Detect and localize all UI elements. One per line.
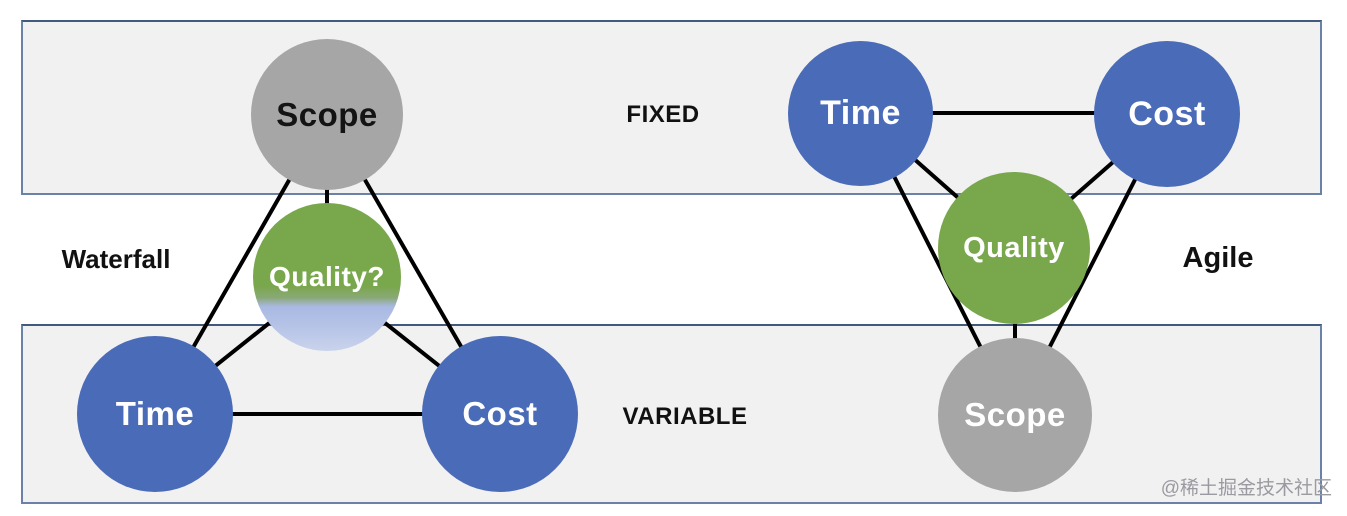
waterfall-quality-node: Quality? [253, 203, 401, 351]
variable-label: VARIABLE [622, 403, 748, 430]
watermark-text: @稀土掘金技术社区 [1160, 478, 1332, 499]
agile-time-node: Time [788, 41, 933, 186]
waterfall-label: Waterfall [61, 244, 171, 274]
waterfall-cost-node: Cost [422, 336, 578, 492]
agile-cost-node: Cost [1094, 41, 1240, 187]
waterfall-scope-node: Scope [251, 39, 403, 190]
agile-scope-node: Scope [938, 338, 1092, 492]
agile-quality-node: Quality [938, 172, 1090, 324]
waterfall-time-node: Time [77, 336, 233, 492]
agile-label: Agile [1182, 242, 1254, 274]
fixed-label: FIXED [626, 101, 700, 128]
